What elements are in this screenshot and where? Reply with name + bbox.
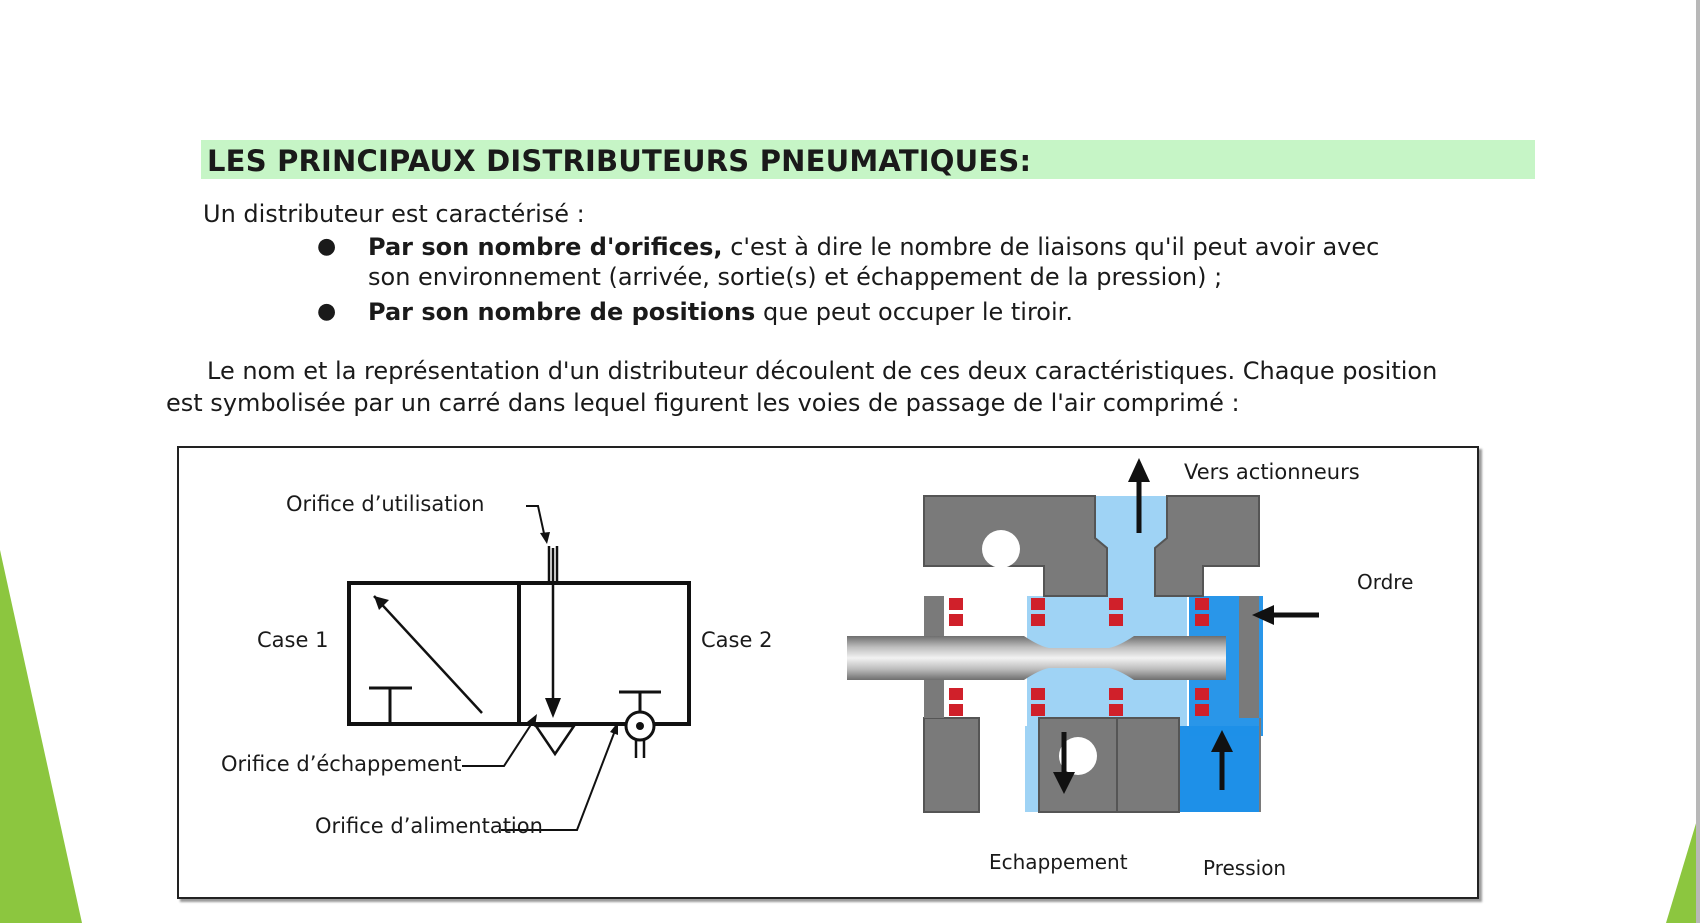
bullet-bold: Par son nombre de positions: [368, 298, 756, 326]
bullet-text-line2: son environnement (arrivée, sortie(s) et…: [368, 263, 1223, 291]
paragraph-line-2: est symbolisée par un carré dans lequel …: [166, 389, 1240, 417]
leader-echappement: [462, 719, 535, 767]
case-2-box: [517, 581, 691, 726]
label-case-2: Case 2: [701, 628, 773, 652]
list-item: ● Par son nombre de positions que peut o…: [312, 297, 1379, 327]
valve-cutaway: [847, 458, 1319, 813]
list-item: ● Par son nombre d'orifices, c'est à dir…: [312, 232, 1379, 292]
bullet-icon: ●: [317, 234, 337, 259]
case-1-box: [347, 581, 521, 726]
bullet-text: c'est à dire le nombre de liaisons qu'il…: [722, 233, 1380, 261]
bullet-icon: ●: [317, 299, 337, 324]
leader-utilisation: [526, 505, 546, 539]
title-band: [201, 140, 1535, 179]
case-1-diagonal-arrow: [373, 595, 483, 714]
bullet-text: que peut occuper le tiroir.: [755, 298, 1073, 326]
valve-figure: Orifice d’utilisation Case 1 Case 2 Orif…: [177, 446, 1479, 899]
characteristics-list: ● Par son nombre d'orifices, c'est à dir…: [312, 232, 1379, 327]
description-paragraph: Le nom et la représentation d'un distrib…: [166, 355, 1536, 419]
label-orifice-utilisation: Orifice d’utilisation: [286, 492, 485, 516]
window-edge: [1696, 0, 1700, 923]
page-title: LES PRINCIPAUX DISTRIBUTEURS PNEUMATIQUE…: [207, 144, 1032, 178]
seals: [949, 598, 1209, 716]
green-corner-decoration-right: [1666, 810, 1700, 923]
label-ordre: Ordre: [1357, 570, 1414, 594]
label-case-1: Case 1: [257, 628, 329, 652]
spool-rod: [847, 636, 1226, 680]
label-orifice-echappement: Orifice d’échappement: [221, 752, 462, 776]
exhaust-symbol: [533, 724, 577, 757]
leader-alimentation: [501, 727, 617, 831]
valve-symbol: [347, 505, 691, 831]
valve-diagram: [347, 458, 1319, 831]
paragraph-line-1: Le nom et la représentation d'un distrib…: [207, 357, 1438, 385]
bullet-bold: Par son nombre d'orifices,: [368, 233, 723, 261]
label-echappement: Echappement: [989, 850, 1128, 874]
intro-text: Un distributeur est caractérisé :: [203, 200, 585, 228]
green-corner-decoration-left: [0, 550, 82, 923]
label-orifice-alimentation: Orifice d’alimentation: [315, 814, 543, 838]
label-pression: Pression: [1203, 856, 1287, 880]
label-vers-actionneurs: Vers actionneurs: [1184, 460, 1360, 484]
